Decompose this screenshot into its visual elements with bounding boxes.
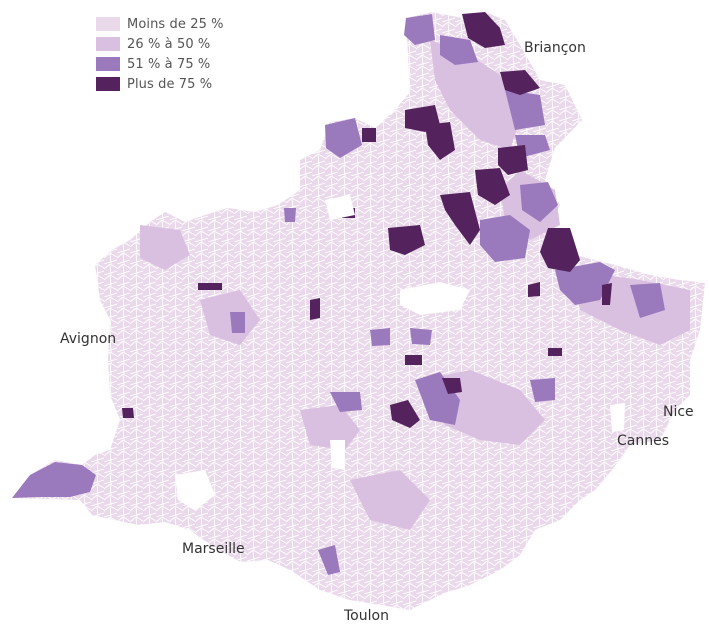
commune-borders	[12, 12, 705, 610]
zone-d5	[498, 145, 528, 175]
legend-item: 51 % à 75 %	[96, 54, 224, 74]
zone-d10	[390, 400, 420, 428]
zone-d4	[425, 122, 455, 160]
zone-n3	[325, 118, 362, 158]
zone-nw-light	[140, 225, 190, 270]
zone-var-mid2	[530, 378, 555, 402]
zone-d19	[310, 298, 320, 320]
zone-d12	[198, 283, 222, 290]
zone-d9	[540, 228, 580, 272]
blank-5	[610, 403, 625, 432]
legend-swatch-2	[96, 37, 120, 51]
city-label-briancon: Briançon	[524, 40, 586, 56]
legend-item: 26 % à 50 %	[96, 34, 224, 54]
zone-d16	[405, 355, 422, 365]
blank-4	[330, 440, 345, 470]
no-data-areas	[175, 195, 625, 510]
zone-d13	[122, 408, 134, 418]
city-label-marseille: Marseille	[182, 541, 245, 557]
blank-3	[325, 195, 355, 220]
city-label-avignon: Avignon	[60, 331, 117, 347]
zone-alps-mid	[555, 262, 615, 305]
zone-camargue	[12, 462, 96, 498]
zone-alps-mid2	[630, 283, 665, 318]
legend-label: Moins de 25 %	[127, 16, 224, 32]
legend-swatch-3	[96, 57, 120, 71]
region-base	[12, 12, 705, 610]
zone-south-mid	[318, 545, 340, 575]
legend-swatch-1	[96, 17, 120, 31]
zone-d2	[500, 70, 540, 95]
zone-west-mid	[230, 312, 245, 333]
city-label-toulon: Toulon	[344, 608, 389, 624]
legend-swatch-4	[96, 77, 120, 91]
blank-1	[175, 470, 215, 510]
zone-d20	[528, 282, 540, 297]
zone-center-mid4	[410, 328, 432, 345]
zone-d7	[440, 192, 480, 245]
zone-e2	[520, 182, 558, 222]
class-51-75	[12, 14, 665, 575]
zone-center-mid	[330, 392, 362, 412]
legend-label: 51 % à 75 %	[127, 56, 211, 72]
zone-n1	[404, 14, 435, 45]
zone-center-light	[300, 405, 360, 450]
zone-n2	[440, 35, 478, 65]
zone-e1	[480, 215, 530, 262]
zone-n4	[505, 90, 545, 130]
city-label-nice: Nice	[663, 404, 694, 420]
blank-2	[400, 282, 470, 315]
zone-center-mid3	[370, 328, 390, 346]
zone-d11	[442, 378, 462, 394]
legend-item: Plus de 75 %	[96, 74, 224, 94]
city-label-cannes: Cannes	[617, 433, 670, 449]
zone-d18	[362, 128, 376, 142]
zone-d1	[462, 12, 505, 48]
legend-label: 26 % à 50 %	[127, 36, 211, 52]
zone-d8	[388, 225, 425, 255]
legend-label: Plus de 75 %	[127, 76, 213, 92]
zone-d15	[548, 348, 562, 356]
zone-north-light	[430, 40, 520, 150]
class-over-75	[122, 12, 612, 428]
zone-n-left	[284, 208, 296, 222]
zone-d6	[475, 168, 510, 205]
zone-south-light	[350, 470, 430, 530]
legend: Moins de 25 % 26 % à 50 % 51 % à 75 % Pl…	[96, 14, 224, 94]
zone-d14	[602, 283, 612, 305]
legend-item: Moins de 25 %	[96, 14, 224, 34]
